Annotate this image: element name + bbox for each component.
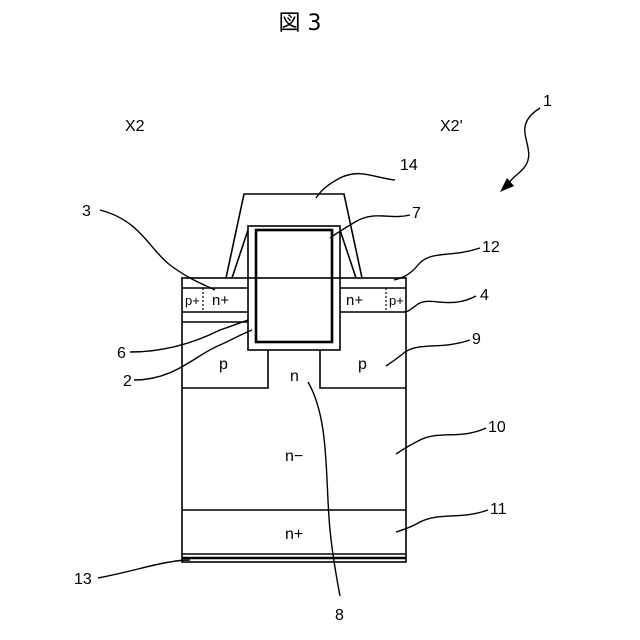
leader-line-9 xyxy=(386,340,470,366)
leader-line-2 xyxy=(134,330,252,380)
ref-number-1: 1 xyxy=(543,93,552,110)
ref-number-7: 7 xyxy=(412,205,421,222)
region-n-plus-left: n+ xyxy=(212,292,229,309)
ref-number-6: 6 xyxy=(117,345,126,362)
region-p-left: p xyxy=(219,356,228,373)
device-body-outline xyxy=(182,278,406,562)
leader-line-11 xyxy=(396,510,488,532)
figure-title: 図 3 xyxy=(279,11,322,36)
reference-arrow-1 xyxy=(504,108,540,188)
leader-line-12 xyxy=(394,248,480,280)
region-p-plus-right: p+ xyxy=(389,293,404,308)
region-n-minus: n− xyxy=(285,448,303,465)
region-p-plus-left: p+ xyxy=(185,293,200,308)
ref-number-14: 14 xyxy=(400,157,418,174)
ref-number-13: 13 xyxy=(74,571,92,588)
direction-label-x2: X2 xyxy=(125,118,145,135)
leader-line-6 xyxy=(130,320,248,352)
region-n-plus-right: n+ xyxy=(346,292,363,309)
ref-number-8: 8 xyxy=(335,607,344,624)
leader-line-10 xyxy=(396,428,486,454)
ref-number-2: 2 xyxy=(123,373,132,390)
leader-line-13 xyxy=(98,560,190,578)
ref-number-9: 9 xyxy=(472,331,481,348)
ref-number-10: 10 xyxy=(488,419,506,436)
ref-number-4: 4 xyxy=(480,287,489,304)
leader-line-8 xyxy=(308,382,340,596)
ref-number-11: 11 xyxy=(490,501,507,518)
ref-number-12: 12 xyxy=(482,239,500,256)
region-p-right: p xyxy=(358,356,367,373)
region-n-plus-bottom: n+ xyxy=(285,526,303,543)
ref-number-3: 3 xyxy=(82,203,91,220)
leader-line-4 xyxy=(404,296,476,312)
region-n: n xyxy=(290,368,299,385)
direction-label-x2-prime: X2' xyxy=(440,118,463,135)
gate-insulating-film xyxy=(248,226,340,350)
gate-electrode xyxy=(256,230,332,342)
